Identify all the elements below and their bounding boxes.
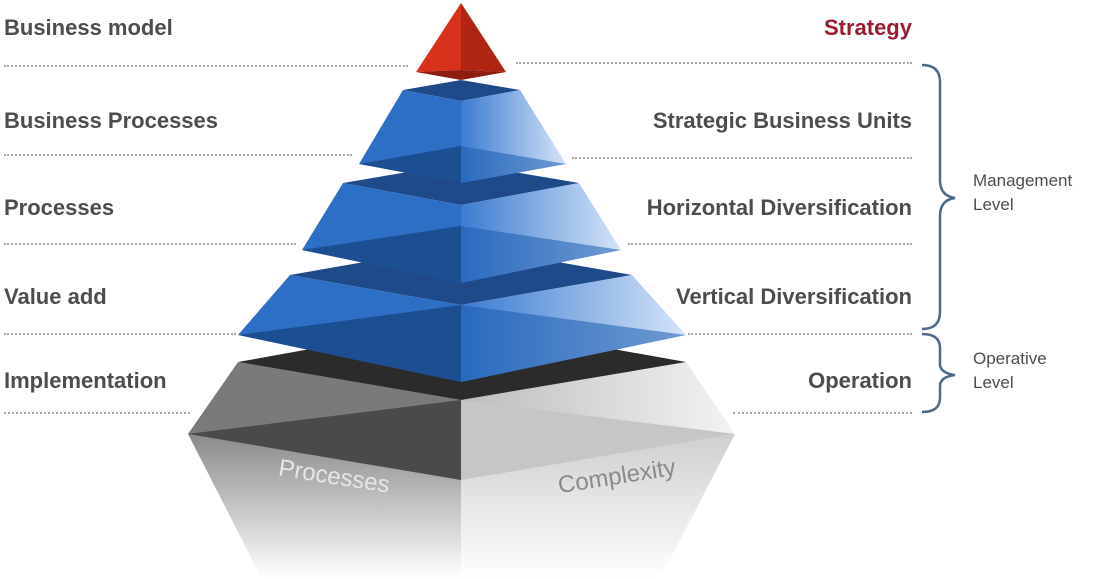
dotted-line-right-3 <box>628 243 912 245</box>
dotted-line-right-2 <box>572 157 912 159</box>
pyramid-apex <box>416 3 506 80</box>
left-label-processes: Processes <box>4 195 115 220</box>
apex-left-face <box>416 3 461 72</box>
tier-3-shade-right <box>461 305 686 382</box>
dotted-line-left-3 <box>4 243 296 245</box>
right-label-vertical-diversification: Vertical Diversification <box>676 284 912 309</box>
base-shade-right <box>461 400 735 480</box>
apex-base <box>416 70 506 80</box>
tier-2-shade-right <box>461 226 621 283</box>
tier-3-shade-left <box>238 305 461 382</box>
dotted-line-right-1 <box>516 62 912 64</box>
operative-level-line-2: Level <box>973 373 1014 392</box>
pyramid-tier-1 <box>359 80 566 183</box>
tier-1-top <box>403 80 520 101</box>
management-brace <box>921 63 956 331</box>
right-label-horizontal-diversification: Horizontal Diversification <box>646 195 912 220</box>
dotted-line-left-4 <box>4 333 236 335</box>
tier-2-top <box>343 163 579 205</box>
base-reflection-right <box>461 434 735 579</box>
left-label-value-add: Value add <box>4 284 107 309</box>
dotted-line-right-5 <box>733 412 912 414</box>
base-reflection-left <box>188 434 461 579</box>
dotted-line-left-2 <box>4 154 352 156</box>
dotted-line-left-1 <box>4 65 408 67</box>
tier-1-shade-left <box>359 146 461 183</box>
management-level-line-1: Management <box>973 171 1073 190</box>
dotted-line-left-5 <box>4 412 190 414</box>
operative-brace <box>921 332 956 414</box>
tier-2-shade-left <box>302 226 461 283</box>
pyramid-base <box>188 322 735 579</box>
base-shade-left <box>188 400 461 480</box>
management-level-label: Management Level <box>973 169 1072 217</box>
dotted-line-right-4 <box>688 333 912 335</box>
left-label-implementation: Implementation <box>4 368 167 393</box>
pyramid-tier-2 <box>302 163 621 283</box>
operative-level-label: Operative Level <box>973 347 1047 395</box>
apex-right-face <box>461 3 506 72</box>
right-label-operation: Operation <box>808 368 912 393</box>
right-label-strategic-business-units: Strategic Business Units <box>652 108 912 133</box>
left-label-business-processes: Business Processes <box>4 108 219 133</box>
management-level-line-2: Level <box>973 195 1014 214</box>
operative-level-line-1: Operative <box>973 349 1047 368</box>
left-label-business-model: Business model <box>4 15 173 40</box>
right-label-strategy: Strategy <box>823 15 912 40</box>
tier-1-shade-right <box>461 146 566 183</box>
